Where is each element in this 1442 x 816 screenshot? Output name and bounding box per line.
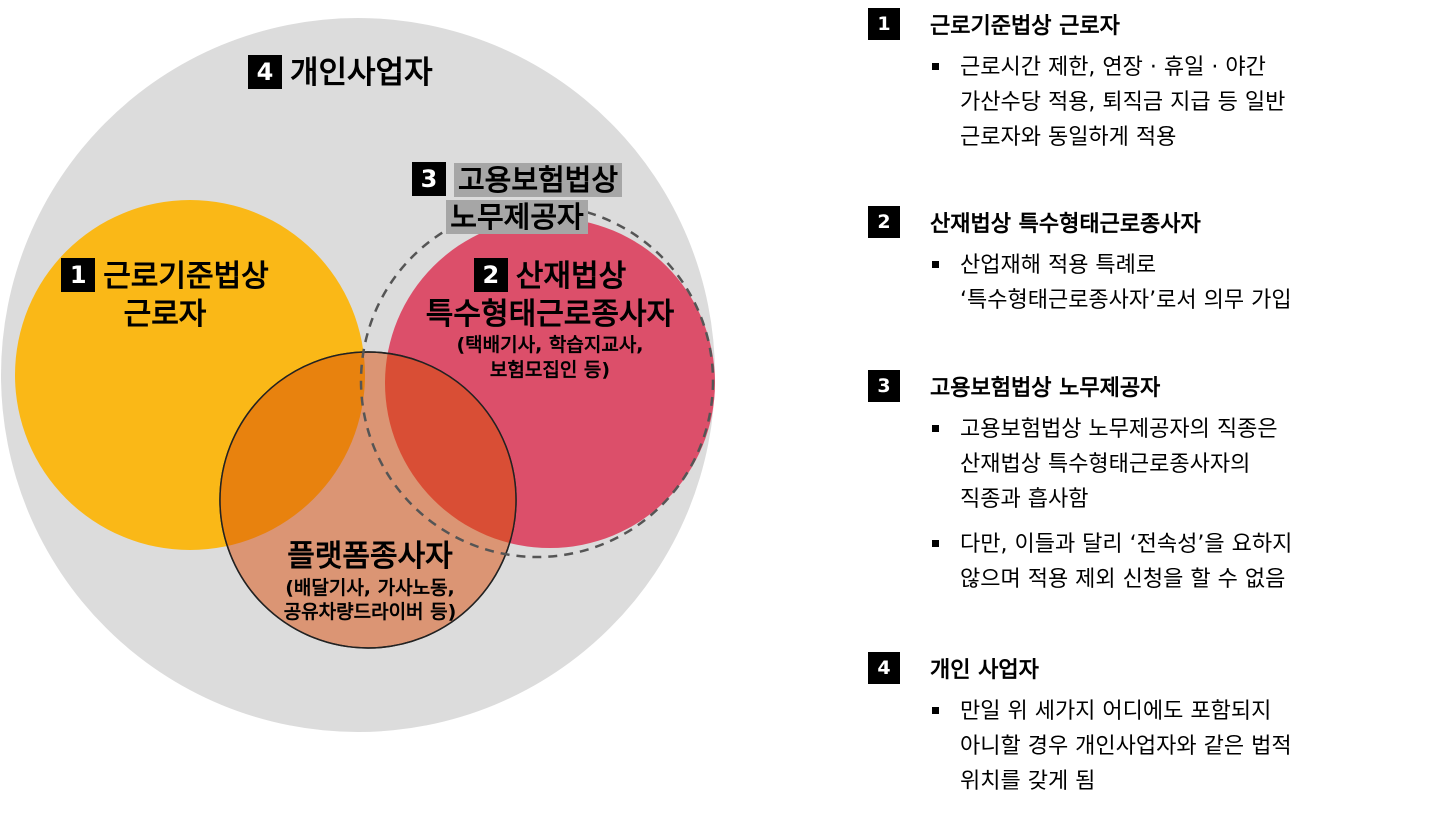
legend-badge-4: 4	[868, 652, 900, 684]
legend-heading-3: 3 고용보험법상 노무제공자	[868, 370, 1438, 402]
legend-heading-2: 2 산재법상 특수형태근로종사자	[868, 206, 1438, 238]
dashed-circle-employment-insurance	[359, 203, 715, 559]
legend-bullet: 근로시간 제한, 연장 · 휴일 · 야간 가산수당 적용, 퇴직금 지급 등 …	[932, 50, 1430, 155]
venn-diagram	[1, 18, 715, 732]
badge-2: 2	[473, 257, 508, 292]
legend-heading-1: 1 근로기준법상 근로자	[868, 8, 1438, 40]
legend-badge-3: 3	[868, 370, 900, 402]
legend-section-3: 3 고용보험법상 노무제공자 고용보험법상 노무제공자의 직종은 산재법상 특수…	[868, 370, 1438, 597]
legend-badge-2: 2	[868, 206, 900, 238]
overlap-platform-yellow	[220, 352, 365, 550]
legend-heading-4: 4 개인 사업자	[868, 652, 1438, 684]
legend-bullet: 고용보험법상 노무제공자의 직종은 산재법상 특수형태근로종사자의 직종과 흡사…	[932, 412, 1430, 517]
legend-bullet: 다만, 이들과 달리 ‘전속성’을 요하지 않으며 적용 제외 신청을 할 수 …	[932, 527, 1430, 597]
label-platform: 플랫폼종사자 (배달기사, 가사노동, 공유차량드라이버 등)	[283, 539, 457, 624]
badge-4: 4	[248, 54, 282, 89]
legend-section-4: 4 개인 사업자 만일 위 세가지 어디에도 포함되지 아니할 경우 개인사업자…	[868, 652, 1438, 799]
legend-bullet: 만일 위 세가지 어디에도 포함되지 아니할 경우 개인사업자와 같은 법적 위…	[932, 694, 1430, 799]
legend-bullet: 산업재해 적용 특례로 ‘특수형태근로종사자’로서 의무 가입	[932, 248, 1430, 318]
badge-1: 1	[61, 257, 96, 292]
badge-3: 3	[411, 162, 446, 196]
legend-section-1: 1 근로기준법상 근로자 근로시간 제한, 연장 · 휴일 · 야간 가산수당 …	[868, 8, 1438, 155]
legend-section-2: 2 산재법상 특수형태근로종사자 산업재해 적용 특례로 ‘특수형태근로종사자’…	[868, 206, 1438, 318]
overlap-platform-red	[385, 352, 516, 548]
platform-outline	[219, 351, 517, 649]
legend-badge-1: 1	[868, 8, 900, 40]
